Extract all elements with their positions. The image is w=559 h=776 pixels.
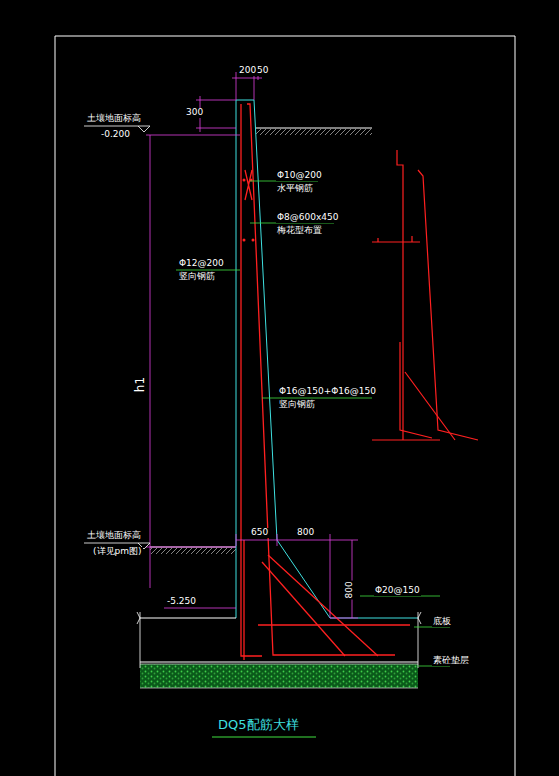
ground-hatch	[150, 548, 236, 554]
height-dimension: h1	[134, 376, 147, 393]
drawing-label: 素砼垫层	[432, 656, 470, 666]
drawing-label: -5.250	[166, 597, 197, 607]
title-underline	[212, 737, 316, 738]
drawing-label: Φ20@150	[374, 586, 421, 596]
drawing-label: 竖向钢筋	[178, 272, 216, 282]
drawing-label: 650	[250, 528, 269, 538]
drawing-label: (详见pm图)	[92, 547, 143, 557]
drawing-label: 800	[345, 580, 355, 599]
drawing-label: Φ12@200	[178, 259, 225, 269]
concrete-bed	[140, 664, 418, 688]
drawing-label: 800	[296, 528, 315, 538]
bar-shape-detail	[372, 150, 478, 440]
drawing-label: 底板	[432, 617, 452, 627]
drawing-label: 梅花型布置	[276, 226, 323, 236]
drawing-label: Φ16@150+Φ16@150	[278, 387, 377, 397]
ground-hatch	[256, 129, 372, 135]
bar-dots	[243, 179, 255, 242]
drawing-label: -0.200	[100, 130, 131, 140]
rebars	[241, 104, 410, 660]
break-marks	[137, 612, 421, 668]
wall-outline	[236, 100, 418, 618]
leader-lines	[176, 181, 450, 666]
drawing-label: Φ8@600x450	[276, 213, 340, 223]
elevation-markers	[84, 126, 150, 549]
drawing-label: 200	[238, 66, 257, 76]
drawing-label: 土壤地面标高	[86, 531, 142, 541]
drawing-label: 土壤地面标高	[86, 114, 142, 124]
footing-bottom	[140, 662, 418, 663]
drawing-label: 300	[185, 108, 204, 118]
frame	[55, 36, 515, 776]
ground-line	[256, 128, 372, 129]
drawing-label: Φ10@200	[276, 171, 323, 181]
drawing-title: DQ5配筋大样	[218, 716, 299, 734]
drawing-label: 50	[256, 66, 269, 76]
drawing-label: 竖向钢筋	[278, 400, 316, 410]
drawing-label: 水平钢筋	[276, 184, 314, 194]
dimension-lines	[146, 72, 358, 618]
